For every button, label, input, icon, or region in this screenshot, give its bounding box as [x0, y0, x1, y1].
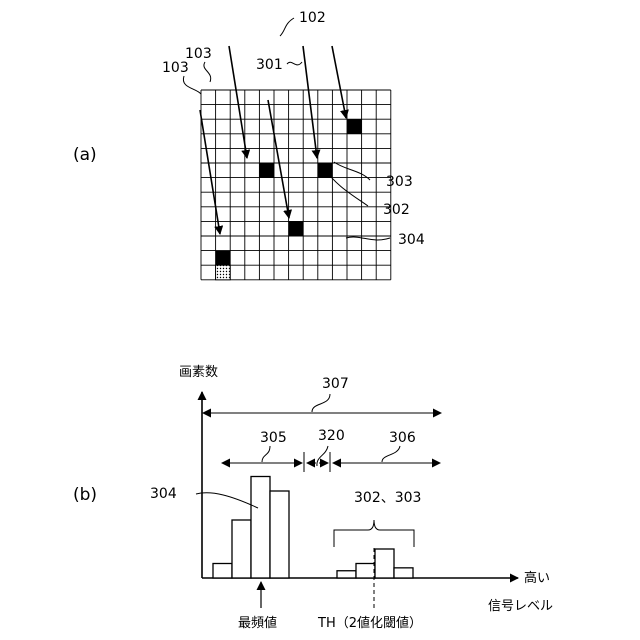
ray-arrow [200, 110, 220, 234]
ref-307: 307 [322, 376, 349, 392]
leader-103-top [204, 62, 211, 82]
ref-303: 303 [386, 174, 413, 190]
threshold-label: TH（2値化閾値） [317, 615, 422, 631]
histogram-bar [251, 477, 270, 579]
histogram-bar [270, 491, 289, 578]
panel-b-label: (b) [73, 485, 97, 505]
black-pixel [216, 251, 231, 266]
ref-302: 302 [383, 202, 410, 218]
ref-305: 305 [260, 430, 287, 446]
x-axis-high-label: 高い [524, 570, 550, 586]
panel-a-label: (a) [73, 145, 97, 165]
leader-103-left [183, 76, 201, 94]
histogram-bar [337, 571, 356, 578]
ref-320: 320 [318, 428, 345, 444]
histogram-bar [356, 564, 375, 579]
leader-305 [262, 446, 270, 462]
black-pixel [259, 163, 274, 178]
ref-306: 306 [389, 430, 416, 446]
ref-304-a: 304 [398, 232, 425, 248]
ref-301: 301 [256, 57, 283, 73]
ref-103-top: 103 [185, 46, 212, 62]
ref-304-b: 304 [150, 486, 177, 502]
ray-arrow [229, 46, 247, 158]
ray-arrow [303, 46, 317, 158]
black-pixel [347, 119, 362, 134]
mode-label: 最頻値 [238, 615, 277, 631]
leader-306 [382, 446, 400, 462]
incident-rays [200, 46, 346, 234]
panel-b-leaders [196, 394, 414, 547]
ray-arrow [332, 46, 346, 118]
ray-arrow [268, 100, 289, 218]
histogram-bar [375, 549, 394, 578]
leader-304-b [196, 493, 258, 508]
leader-301 [287, 62, 302, 65]
ref-302-303: 302、303 [354, 490, 421, 506]
leader-307 [312, 394, 330, 412]
leader-102 [280, 18, 294, 36]
dotted-pixel [216, 265, 231, 280]
histogram-bar [213, 564, 232, 579]
main-peak-bars [213, 477, 289, 579]
y-axis-label: 画素数 [179, 365, 218, 380]
histogram-bar [232, 520, 251, 578]
leader-304 [346, 237, 390, 240]
brace-302-303 [334, 520, 414, 547]
defect-peak-bars [337, 549, 413, 578]
black-pixel [289, 221, 304, 236]
histogram-bar [394, 568, 413, 578]
ref-103-left: 103 [162, 60, 189, 76]
ref-102: 102 [299, 10, 326, 26]
x-axis-label: 信号レベル [488, 599, 553, 614]
